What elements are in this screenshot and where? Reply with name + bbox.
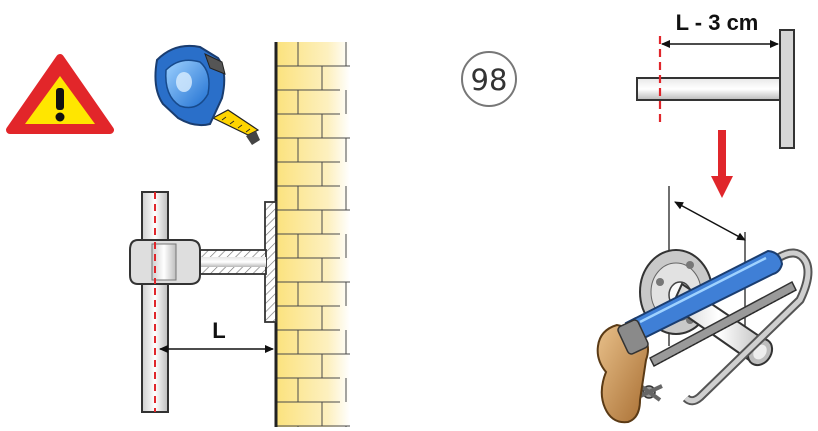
vertical-pipe [142, 192, 168, 412]
tape-measure-icon [155, 46, 260, 145]
hacksaw-scene [598, 186, 808, 422]
length-dimension: L [160, 318, 273, 349]
rod-cut-diagram: L - 3 cm [637, 10, 794, 148]
brick-wall [276, 42, 350, 427]
warning-icon [10, 58, 110, 130]
step-number: 98 [471, 63, 508, 97]
step-badge: 98 [462, 52, 516, 106]
cut-length-label: L - 3 cm [676, 10, 759, 35]
down-arrow-icon [711, 130, 733, 198]
length-label: L [212, 318, 225, 343]
